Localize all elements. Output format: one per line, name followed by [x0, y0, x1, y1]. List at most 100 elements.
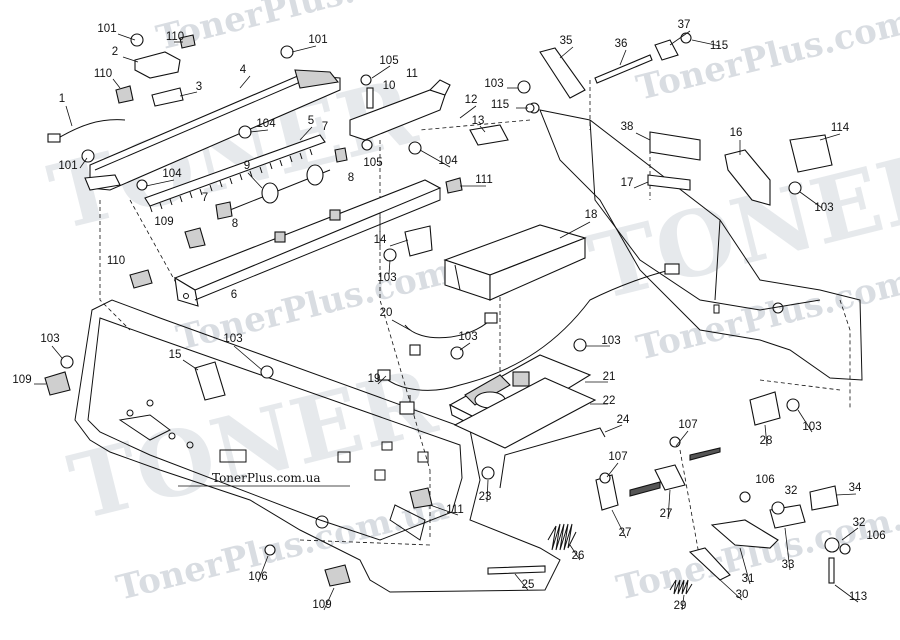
part-number-label: 32: [853, 517, 866, 529]
part-number-label: 113: [849, 591, 867, 603]
part-number-label: 109: [312, 599, 331, 611]
part-number-label: 34: [849, 482, 862, 494]
part-number-label: 106: [866, 530, 885, 542]
part-number-label: 31: [742, 573, 755, 585]
wire-harnesses: [47, 119, 680, 415]
part-number-label: 111: [446, 504, 463, 516]
part-9-roller-shaft: [229, 164, 331, 211]
part-number-label: 29: [674, 600, 687, 612]
part-number-label: 103: [802, 421, 821, 433]
part-number-label: 9: [244, 160, 250, 172]
part-number-label: 2: [112, 46, 118, 58]
part-number-label: 110: [94, 68, 112, 80]
part-number-label: 17: [621, 177, 634, 189]
part-number-label: 103: [458, 331, 477, 343]
part-number-label: 107: [608, 451, 627, 463]
part-number-label: 8: [232, 218, 238, 230]
part-number-label: 101: [58, 160, 77, 172]
part-number-label: 101: [308, 34, 327, 46]
part-number-label: 104: [162, 168, 182, 180]
watermark-text-1: TonerPlus.com.ua: [153, 0, 493, 59]
part-number-label: 19: [368, 373, 381, 385]
part-5-comb-plate: [144, 134, 326, 213]
fasteners: [60, 32, 851, 584]
source-caption-text: TonerPlus.com.ua: [212, 471, 321, 485]
part-number-label: 22: [603, 395, 616, 407]
part-number-label: 14: [374, 234, 387, 246]
part-number-label: 16: [730, 127, 743, 139]
part-number-label: 20: [380, 307, 393, 319]
part-number-label: 30: [736, 589, 749, 601]
part-number-label: 15: [169, 349, 182, 361]
part-number-label: 37: [678, 19, 691, 31]
part-number-label: 103: [814, 202, 833, 214]
part-24-rod: [499, 427, 606, 489]
part-number-label: 109: [154, 216, 173, 228]
small-parts: [44, 34, 839, 587]
part-number-label: 4: [240, 64, 247, 76]
part-number-label: 5: [308, 115, 314, 127]
part-26-spring: [547, 523, 577, 551]
part-18-cover: [443, 224, 587, 301]
part-number-label: 103: [601, 335, 620, 347]
part-number-label: 101: [97, 23, 116, 35]
part-number-label: 104: [256, 118, 276, 130]
part-number-label: 21: [603, 371, 616, 383]
part-number-label: 11: [406, 68, 418, 80]
part-number-label: 110: [107, 255, 125, 267]
part-number-label: 12: [465, 94, 478, 106]
part-number-label: 109: [12, 374, 31, 386]
part-2: [134, 51, 181, 79]
part-number-label: 115: [710, 40, 728, 52]
part-11-bracket: [349, 79, 451, 141]
part-number-label: 115: [491, 99, 509, 111]
part-29-spring: [669, 579, 693, 595]
part-number-label: 38: [621, 121, 634, 133]
part-number-label: 110: [166, 31, 184, 43]
part-number-label: 32: [785, 485, 798, 497]
part-number-label: 107: [678, 419, 697, 431]
part-number-label: 6: [231, 289, 237, 301]
part-number-label: 106: [755, 474, 774, 486]
part-number-label: 10: [383, 80, 396, 92]
part-21-pcb: [448, 354, 597, 449]
part-number-label: 26: [572, 550, 585, 562]
part-number-label: 27: [619, 527, 632, 539]
part-number-label: 111: [475, 174, 492, 186]
leader-lines: [34, 30, 859, 611]
part-36-shaft: [594, 54, 653, 84]
part-number-label: 106: [248, 571, 267, 583]
part-25-shaft: [487, 565, 546, 575]
part-number-label: 28: [760, 435, 773, 447]
part-6-lower-guide: [173, 179, 442, 307]
part-4-guide-plate: [84, 69, 341, 191]
part-number-label: 23: [479, 491, 492, 503]
part-number-label: 33: [782, 559, 795, 571]
part-number-label: 103: [484, 78, 503, 90]
part-number-label: 25: [522, 579, 535, 591]
part-number-label: 13: [472, 115, 485, 127]
part-number-label: 3: [196, 81, 202, 93]
part-number-label: 36: [615, 38, 628, 50]
part-number-label: 104: [438, 155, 458, 167]
part-number-label: 18: [585, 209, 598, 221]
part-number-label: 1: [59, 93, 65, 105]
part-number-label: 8: [348, 172, 354, 184]
part-number-label: 7: [202, 192, 208, 204]
part-number-label: 27: [660, 508, 673, 520]
right-frame: [539, 109, 863, 381]
part-number-label: 35: [560, 35, 573, 47]
source-caption: TonerPlus.com.ua: [178, 471, 350, 487]
part-number-label: 105: [379, 55, 398, 67]
part-number-label: 103: [377, 272, 396, 284]
side-frame: [74, 299, 561, 593]
part-number-label: 103: [40, 333, 59, 345]
part-number-label: 7: [322, 121, 328, 133]
part-number-label: 105: [363, 157, 382, 169]
part-number-label: 103: [223, 333, 242, 345]
part-number-label: 114: [831, 122, 850, 134]
part-number-label: 24: [617, 414, 630, 426]
